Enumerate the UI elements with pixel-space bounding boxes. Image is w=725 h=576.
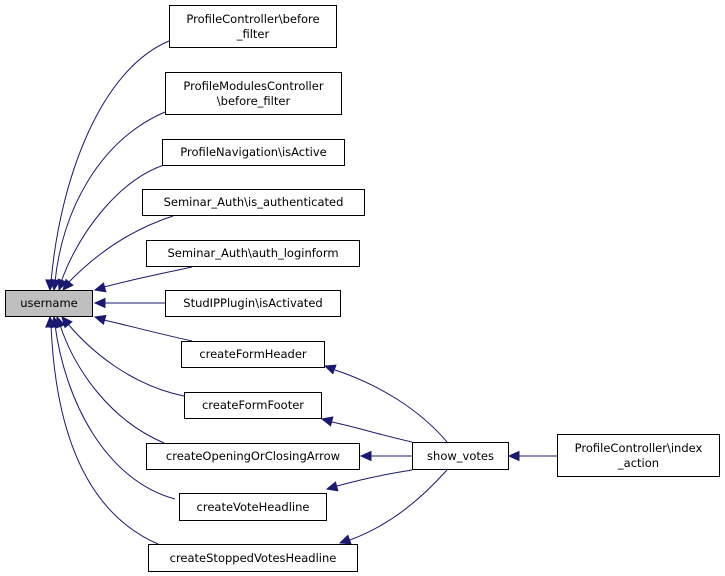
arrowhead-icon [61, 316, 73, 329]
edge-show_votes-to-csvh [349, 469, 448, 541]
node-profilecontroller-before-filter[interactable]: ProfileController\before _filter [169, 5, 337, 48]
node-createvoteheadline[interactable]: createVoteHeadline [179, 493, 327, 521]
edge-cooca-to-username [59, 324, 165, 444]
node-createformheader[interactable]: createFormHeader [181, 341, 325, 368]
edge-pc_before-to-username [50, 40, 170, 283]
arrowhead-icon [338, 534, 352, 545]
edge-show_votes-to-cvh [336, 469, 413, 487]
edge-sa_login-to-username [103, 266, 193, 288]
edge-cff-to-username [67, 323, 185, 397]
node-createstoppedvotesheadline[interactable]: createStoppedVotesHeadline [148, 544, 358, 572]
arrowhead-icon [323, 364, 337, 375]
node-show-votes[interactable]: show_votes [412, 442, 509, 470]
arrowhead-icon [320, 416, 334, 427]
node-profilemodulescontroller-before-filter[interactable]: ProfileModulesController \before_filter [165, 72, 342, 115]
node-profilenavigation-isactive[interactable]: ProfileNavigation\isActive [162, 139, 345, 166]
arrowhead-icon [93, 314, 107, 325]
node-studipplugin-isactivated[interactable]: StudIPPlugin\isActivated [165, 290, 341, 317]
arrowhead-icon [93, 297, 106, 309]
edge-csvh-to-username [50, 324, 159, 545]
arrowhead-icon [359, 450, 372, 462]
edge-show_votes-to-cfh [334, 369, 448, 443]
arrowhead-icon [507, 450, 520, 462]
edge-cvh-to-username [54, 324, 176, 500]
edge-show_votes-to-cff [331, 421, 413, 443]
node-username[interactable]: username [5, 290, 93, 317]
edge-pmc_before-to-username [54, 111, 166, 283]
edge-pn_isactive-to-username [60, 164, 165, 283]
node-createopeningorclosingarrow[interactable]: createOpeningOrClosingArrow [146, 443, 360, 470]
arrowhead-icon [62, 278, 74, 291]
edge-cfh-to-username [103, 319, 193, 342]
arrowhead-icon [45, 315, 56, 328]
node-seminar-auth-auth-loginform[interactable]: Seminar_Auth\auth_loginform [146, 240, 360, 267]
node-seminar-auth-is-authenticated[interactable]: Seminar_Auth\is_authenticated [142, 189, 365, 216]
node-profilecontroller-index-action[interactable]: ProfileController\index _action [557, 434, 720, 477]
edge-sa_isauth-to-username [67, 215, 174, 284]
node-createformfooter[interactable]: createFormFooter [184, 392, 322, 419]
arrowhead-icon [50, 278, 61, 292]
arrowhead-icon [325, 481, 339, 492]
arrowhead-icon [93, 282, 107, 293]
arrowhead-icon [57, 278, 68, 292]
